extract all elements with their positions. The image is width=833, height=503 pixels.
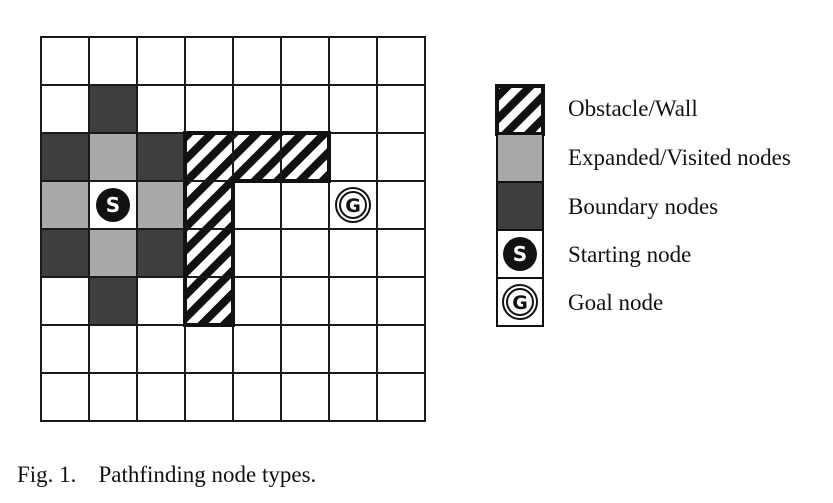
grid-cell (40, 324, 90, 374)
boundary-cell (40, 132, 90, 182)
visited-cell (88, 228, 138, 278)
start-marker-letter: S (106, 193, 120, 217)
grid-cell (328, 132, 378, 182)
grid-cell (376, 276, 426, 326)
grid-cell (88, 324, 138, 374)
legend-swatch-boundary (496, 181, 544, 231)
wall-outline (183, 131, 331, 327)
visited-cell (136, 180, 186, 230)
grid-cell (40, 276, 90, 326)
legend-label-start: Starting node (568, 242, 692, 267)
grid-cell (328, 228, 378, 278)
grid-cell (232, 84, 282, 134)
grid-cell (232, 276, 282, 326)
legend: SG (495, 84, 545, 327)
grid-cell (136, 84, 186, 134)
grid-cell (136, 36, 186, 86)
grid-cell (232, 372, 282, 422)
grid-cell (136, 324, 186, 374)
boundary-cell (136, 228, 186, 278)
goal-marker-letter: G (512, 292, 528, 314)
grid-cell (280, 324, 330, 374)
goal-marker-letter: G (345, 195, 361, 217)
grid-cell (184, 372, 234, 422)
legend-label-boundary: Boundary nodes (568, 194, 719, 219)
obstacle-cell (280, 132, 330, 182)
legend-label-goal: Goal node (568, 290, 664, 315)
obstacle-cell (184, 228, 234, 278)
grid-cell (184, 84, 234, 134)
grid-cell (376, 84, 426, 134)
figure-number: Fig. 1. (17, 462, 77, 487)
caption-text: Pathfinding node types. (98, 462, 317, 487)
grid-cell (232, 324, 282, 374)
obstacle-cell (232, 132, 282, 182)
legend-swatch-obstacle (495, 84, 545, 136)
grid-cell (184, 324, 234, 374)
grid-cell (184, 36, 234, 86)
legend-label-visited: Expanded/Visited nodes (568, 145, 791, 170)
grid-cell (328, 36, 378, 86)
grid-cell (376, 132, 426, 182)
grid-cell (280, 276, 330, 326)
boundary-cell (88, 84, 138, 134)
start-marker-circle (96, 188, 130, 222)
obstacle-cell (184, 132, 234, 182)
grid-cell (232, 180, 282, 230)
grid-cell (328, 372, 378, 422)
legend-label-obstacle: Obstacle/Wall (568, 96, 698, 121)
grid-cell (280, 228, 330, 278)
grid-cell (136, 276, 186, 326)
boundary-cell (40, 228, 90, 278)
obstacle-cell (184, 276, 234, 326)
grid-cell (376, 372, 426, 422)
obstacle-cell (184, 180, 234, 230)
grid-cell (328, 84, 378, 134)
boundary-cell (88, 276, 138, 326)
legend-swatch-visited (496, 133, 544, 183)
grid-cell (280, 372, 330, 422)
grid-cell (328, 324, 378, 374)
grid-cell (280, 84, 330, 134)
goal-marker-inner (339, 191, 367, 219)
grid-cell (280, 36, 330, 86)
grid-cell (88, 36, 138, 86)
visited-cell (88, 132, 138, 182)
grid-cell (328, 276, 378, 326)
grid-cell (376, 180, 426, 230)
goal-marker-inner (506, 288, 534, 316)
grid-cell (232, 228, 282, 278)
grid-cell (232, 36, 282, 86)
grid-cell (88, 372, 138, 422)
start-marker-letter: S (513, 242, 527, 266)
grid-cell (40, 372, 90, 422)
grid-cell (376, 36, 426, 86)
visited-cell (40, 180, 90, 230)
grid-cell (40, 84, 90, 134)
grid-cell (376, 324, 426, 374)
start-marker-circle (503, 237, 537, 271)
grid-cell (280, 180, 330, 230)
grid-cell (376, 228, 426, 278)
boundary-cell (136, 132, 186, 182)
grid-cell (136, 372, 186, 422)
figure-caption: Fig. 1. Pathfinding node types. (17, 462, 316, 488)
grid-cell (40, 36, 90, 86)
